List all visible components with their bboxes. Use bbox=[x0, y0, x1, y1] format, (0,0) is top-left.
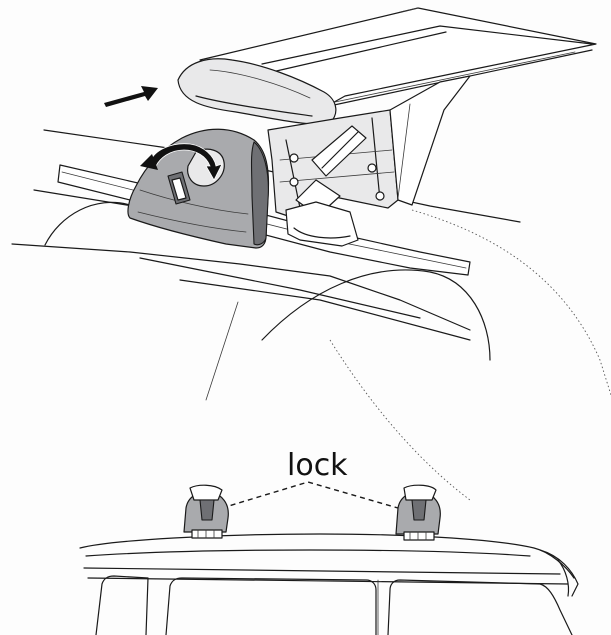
foot-cover-with-lock bbox=[127, 128, 270, 249]
lock-label: lock bbox=[287, 448, 348, 483]
rail-clamp bbox=[285, 201, 359, 247]
slide-arrow-icon bbox=[104, 86, 158, 107]
foot-legs bbox=[389, 75, 471, 206]
roof-rack-foot-detail bbox=[11, 7, 611, 501]
bar-end-cap bbox=[177, 58, 337, 125]
left-roof-foot bbox=[183, 484, 229, 539]
lock-leader-lines bbox=[221, 481, 399, 509]
right-roof-foot bbox=[395, 484, 441, 541]
car-body-outline bbox=[79, 533, 579, 635]
foot-bracket bbox=[267, 109, 399, 221]
rotate-arrow-icon bbox=[140, 143, 223, 181]
car-roof-outline bbox=[11, 129, 611, 501]
car-with-roof-feet: lock bbox=[79, 448, 579, 635]
